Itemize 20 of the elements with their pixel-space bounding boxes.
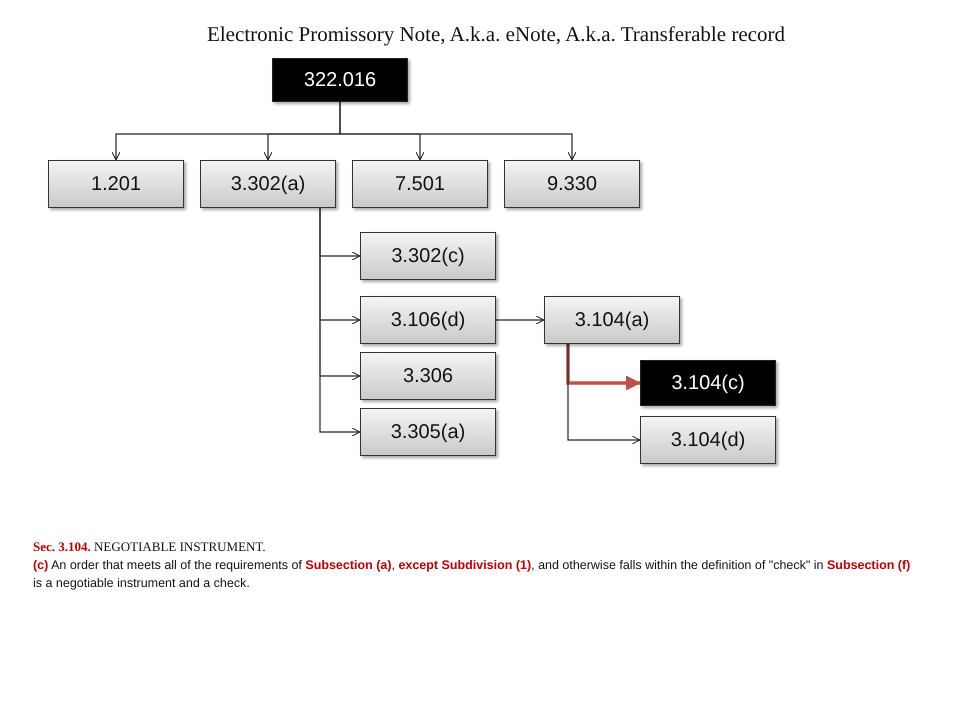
- section-box: 3.306: [360, 352, 496, 400]
- connector-arrow: [319, 208, 360, 436]
- section-box: 3.104(a): [544, 296, 680, 344]
- connector-arrow: [496, 316, 544, 324]
- highlight-arrow: [566, 344, 640, 390]
- section-box: 3.104(d): [640, 416, 776, 464]
- section-box: 3.302(a): [200, 160, 336, 208]
- section-box: 3.302(c): [360, 232, 496, 280]
- section-heading: Sec. 3.104. NEGOTIABLE INSTRUMENT.: [33, 538, 267, 556]
- connector-arrow: [567, 344, 640, 444]
- section-box: 322.016: [272, 58, 408, 102]
- section-box: 1.201: [48, 160, 184, 208]
- section-box: 3.104(c): [640, 360, 776, 406]
- section-box: 3.106(d): [360, 296, 496, 344]
- section-text: (c) An order that meets all of the requirements of Subsection (a), except Subdivision (1), and otherwise falls within the definition of "check" in Subsection (f) is a negotiable instrument and a check.: [33, 557, 912, 592]
- section-box: 7.501: [352, 160, 488, 208]
- section-box: 3.305(a): [360, 408, 496, 456]
- connector-arrow: [339, 102, 576, 160]
- section-box: 9.330: [504, 160, 640, 208]
- diagram-title: Electronic Promissory Note, A.k.a. eNote, A.k.a. Transferable record: [206, 22, 786, 47]
